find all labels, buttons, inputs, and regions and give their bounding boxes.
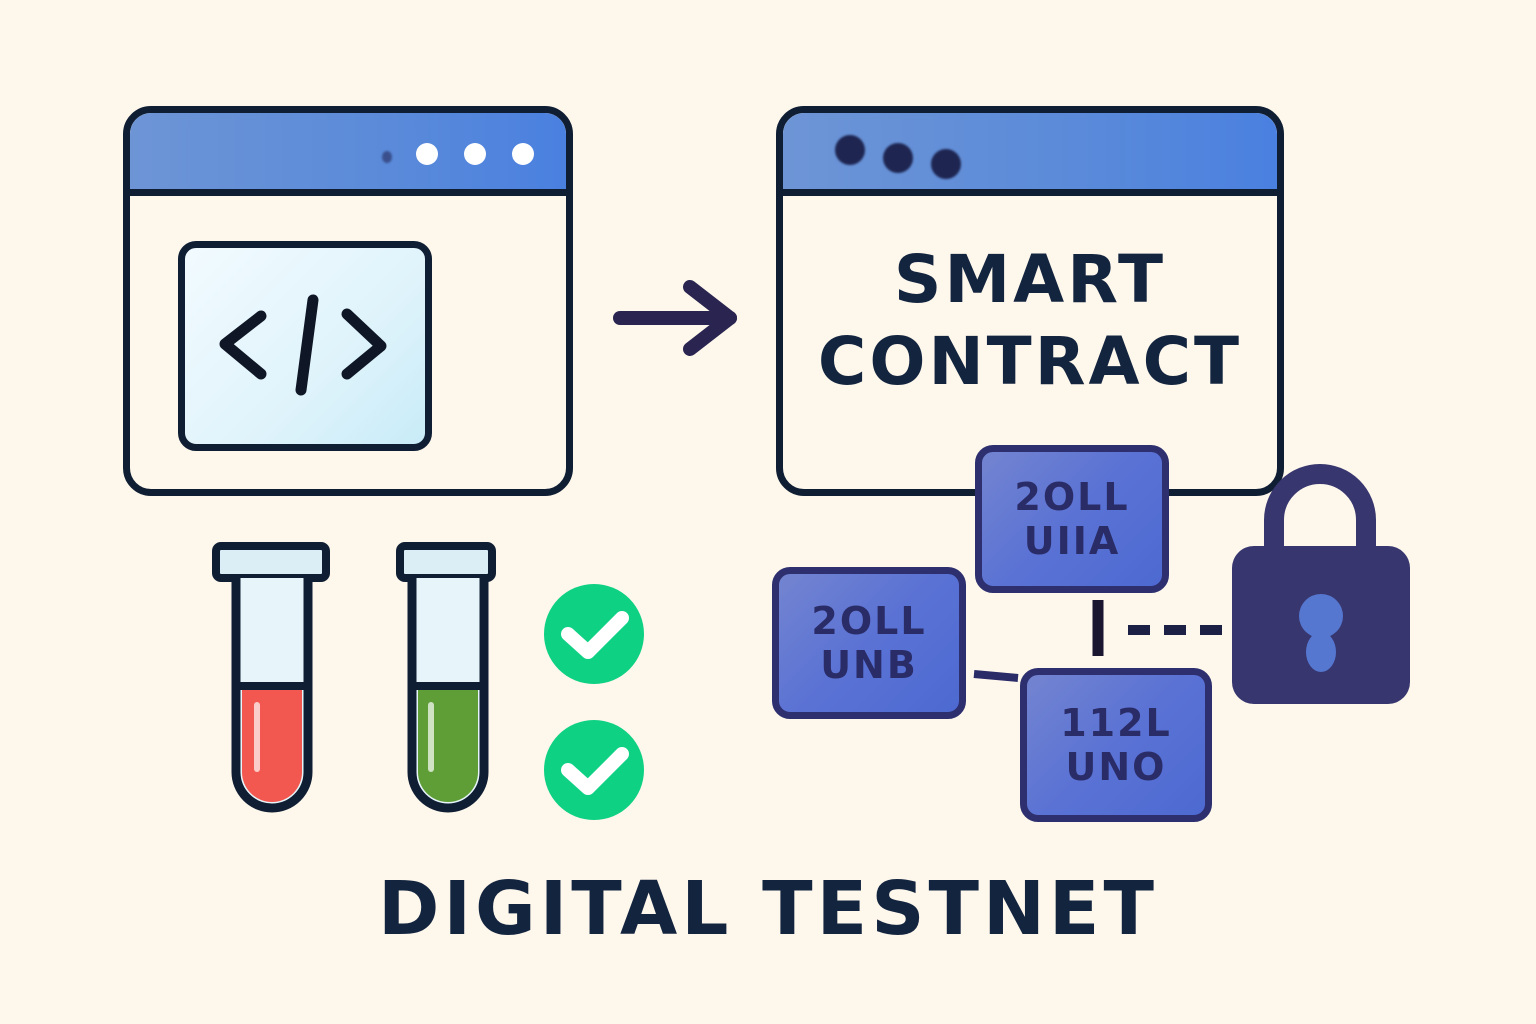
block-line-1: 112L (1060, 701, 1172, 745)
title-bar-smudge (382, 151, 392, 163)
blockchain-block: 2OLL UNB (772, 567, 966, 719)
window-control-dot[interactable] (835, 135, 865, 165)
block-line-2: UIIA (1023, 519, 1121, 563)
blockchain-block: 2OLL UIIA (975, 445, 1169, 593)
window-title-bar (783, 113, 1277, 196)
window-control-dot[interactable] (416, 143, 438, 165)
test-tube-red-icon (212, 542, 330, 813)
block-line-1: 2OLL (811, 599, 927, 643)
connector-line (973, 670, 1019, 682)
code-brackets-icon (219, 294, 387, 396)
smart-contract-title-line-2: CONTRACT (817, 323, 1243, 400)
blockchain-block: 112L UNO (1020, 668, 1212, 822)
smart-contract-title-line-1: SMART (893, 241, 1167, 318)
window-control-dot[interactable] (931, 149, 961, 179)
caption-title: DIGITAL TESTNET (378, 866, 1158, 952)
check-circle-icon (544, 584, 644, 684)
block-line-1: 2OLL (1014, 475, 1130, 519)
block-line-2: UNO (1065, 745, 1167, 789)
padlock-icon (1232, 464, 1410, 704)
code-panel (178, 241, 432, 451)
arrow-right-icon (613, 280, 737, 356)
window-control-dot[interactable] (512, 143, 534, 165)
window-control-dot[interactable] (464, 143, 486, 165)
code-editor-window (123, 106, 573, 496)
window-control-dot[interactable] (883, 143, 913, 173)
test-tube-green-icon (396, 542, 496, 813)
check-circle-icon (544, 720, 644, 820)
block-line-2: UNB (820, 643, 918, 687)
window-title-bar (130, 113, 566, 196)
